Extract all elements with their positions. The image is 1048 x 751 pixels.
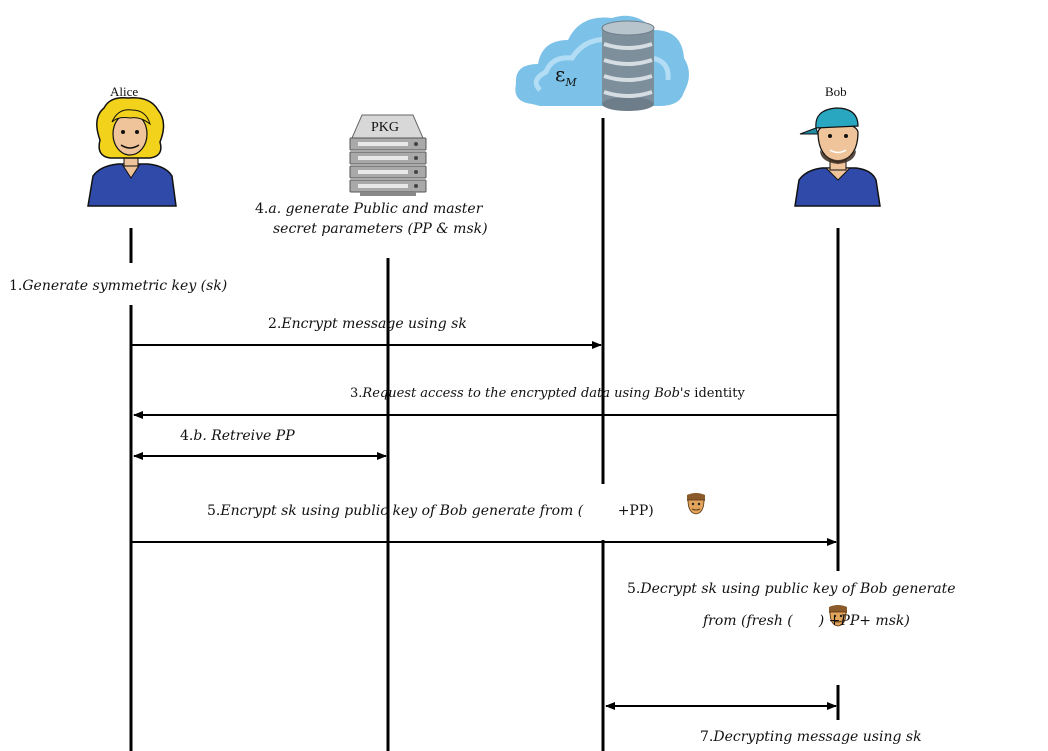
step-text: Decrypting message using sk bbox=[713, 729, 922, 745]
alice-avatar bbox=[87, 96, 177, 207]
step-text: from (fresh ( bbox=[703, 613, 793, 629]
step-4a-label-line2: secret parameters (PP & msk) bbox=[273, 221, 488, 237]
step-text: Decrypt sk using public key of Bob gener… bbox=[640, 581, 956, 597]
step-3-label: 3.Request access to the encrypted data u… bbox=[350, 386, 745, 401]
cloud-database-icon bbox=[515, 15, 689, 111]
step-number: 5. bbox=[627, 581, 641, 597]
cloud-subscript: M bbox=[565, 76, 577, 89]
step-decrypt-label-line2: from (fresh ( ) +PP+ msk) bbox=[703, 613, 910, 629]
step-suffix: identity bbox=[690, 386, 745, 401]
step-text-end: +PP) bbox=[613, 503, 654, 519]
step-5-label: 5.Encrypt sk using public key of Bob gen… bbox=[207, 503, 654, 519]
lifelines bbox=[129, 118, 840, 751]
cloud-symbol: ε bbox=[555, 62, 566, 86]
step-number: 4. bbox=[180, 428, 194, 444]
step-2-label: 2.Encrypt message using sk bbox=[268, 316, 467, 332]
alice-label: Alice bbox=[110, 84, 139, 99]
step-4a-label: 4.a. generate Public and master bbox=[255, 201, 482, 217]
step-number: 3. bbox=[350, 386, 363, 401]
messages bbox=[131, 341, 838, 710]
step-text: Encrypt message using sk bbox=[281, 316, 467, 332]
step-7-label: 7.Decrypting message using sk bbox=[700, 729, 922, 745]
step-text-end: ) +PP+ msk) bbox=[818, 613, 910, 629]
step-text: b. Retreive PP bbox=[193, 428, 295, 444]
step-number: 7. bbox=[700, 729, 714, 745]
step-4b-label: 4.b. Retreive PP bbox=[180, 428, 295, 444]
face-icon bbox=[684, 493, 708, 515]
face-icon bbox=[826, 605, 850, 627]
step-number: 2. bbox=[268, 316, 282, 332]
step-text: Encrypt sk using public key of Bob gener… bbox=[220, 503, 584, 519]
bob-label: Bob bbox=[825, 84, 847, 99]
pkg-label: PKG bbox=[371, 120, 400, 135]
step-1-label: 1.Generate symmetric key (sk) bbox=[9, 278, 227, 294]
step-text: a. generate Public and master bbox=[268, 201, 483, 217]
pkg-server-icon bbox=[349, 114, 427, 196]
step-text: Generate symmetric key (sk) bbox=[22, 278, 228, 294]
step-text: Request access to the encrypted data usi… bbox=[362, 386, 691, 401]
step-number: 5. bbox=[207, 503, 221, 519]
bob-avatar bbox=[794, 107, 881, 207]
step-decrypt-label: 5.Decrypt sk using public key of Bob gen… bbox=[627, 581, 956, 597]
step-number: 4. bbox=[255, 201, 269, 217]
step-number: 1. bbox=[9, 278, 23, 294]
cloud-label: εM bbox=[555, 62, 577, 89]
